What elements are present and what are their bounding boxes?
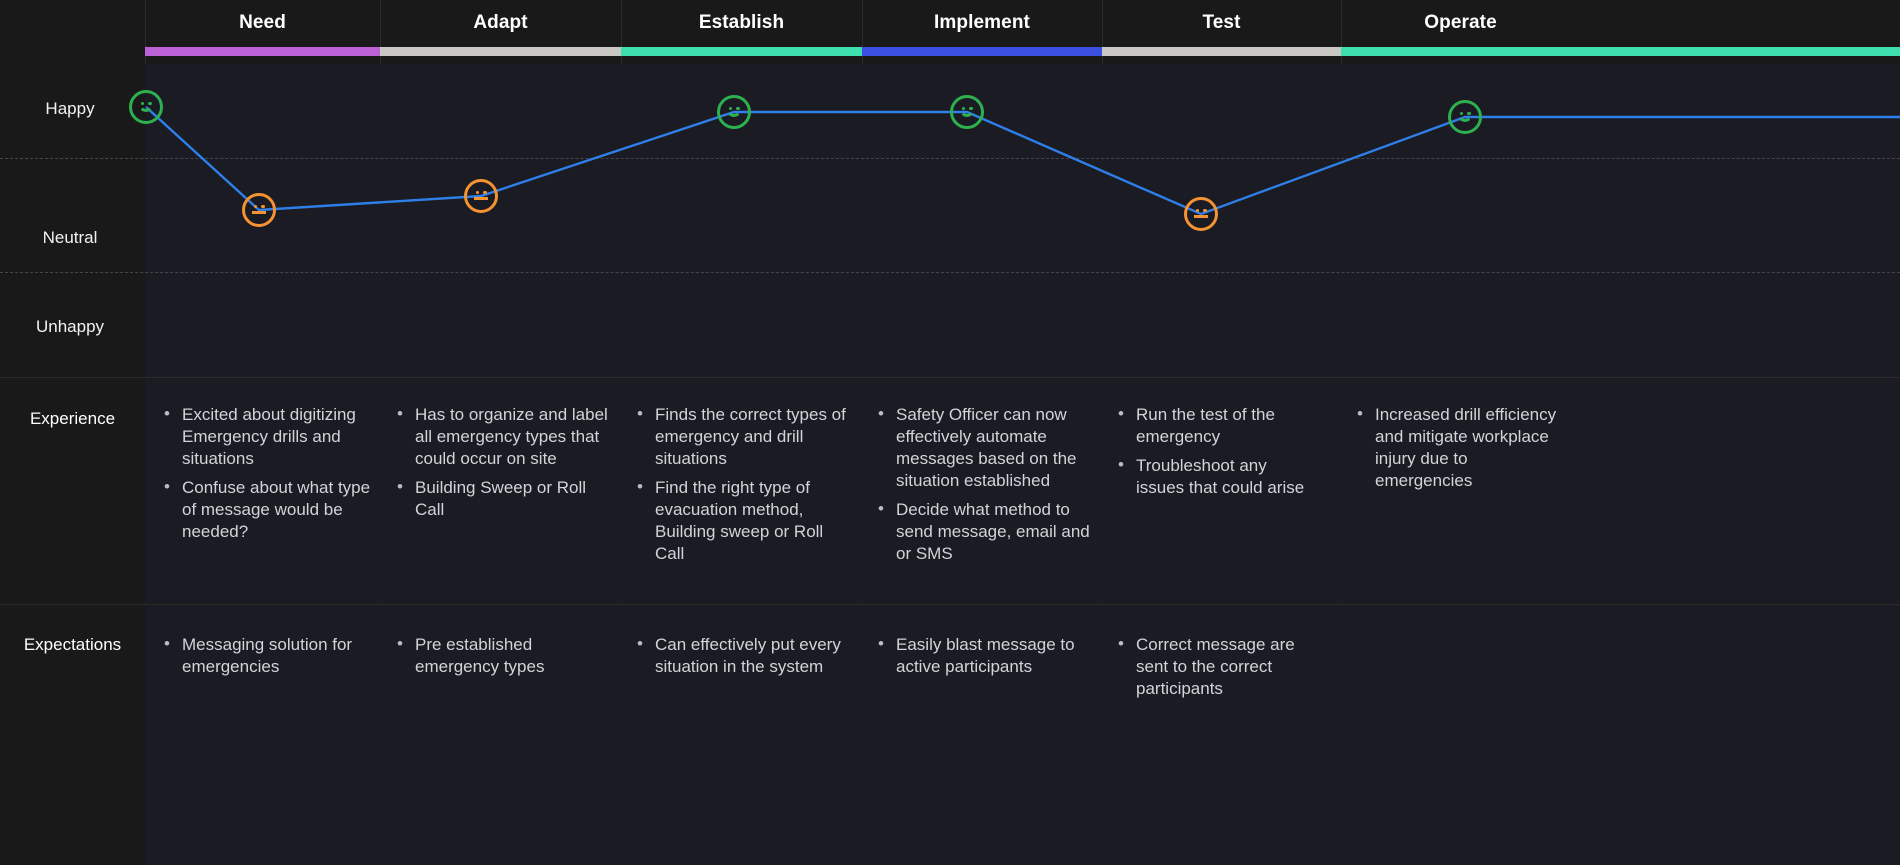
emotion-point-need-happy[interactable] [129,90,163,124]
eye-right-icon [1203,209,1207,213]
expectations-cell-adapt[interactable]: Pre established emergency types [393,633,608,685]
expectations-cell-test[interactable]: Correct message are sent to the correct … [1114,633,1329,707]
list-item: Decide what method to send message, emai… [874,498,1094,565]
smile-mouth-icon [1457,114,1473,122]
phase-header-need[interactable]: Need [239,11,286,33]
eye-left-icon [253,205,257,209]
eye-left-icon [475,191,479,195]
list-item: Safety Officer can now effectively autom… [874,403,1094,492]
smile-mouth-icon [959,109,975,117]
list-item: Pre established emergency types [393,633,608,678]
emotion-point-establish-happy[interactable] [717,95,751,129]
divider-above-expectations [0,604,1900,605]
phase-header-implement[interactable]: Implement [934,11,1030,33]
list-item: Easily blast message to active participa… [874,633,1094,678]
row-label-expectations: Expectations [23,635,122,654]
list-item: Run the test of the emergency [1114,403,1314,448]
list-item: Building Sweep or Roll Call [393,476,608,521]
phase-bar-establish [621,47,862,56]
expectations-cell-implement[interactable]: Easily blast message to active participa… [874,633,1094,685]
list-item: Increased drill efficiency and mitigate … [1353,403,1568,492]
emotion-point-test-neutral[interactable] [1184,197,1218,231]
emotion-plot-area [145,64,1900,377]
phase-header-row: Need Adapt Establish Implement Test Oper… [0,0,1900,45]
axis-label-unhappy: Unhappy [35,317,105,336]
phase-bar-implement [862,47,1102,56]
phase-header-establish[interactable]: Establish [698,11,785,33]
experience-cell-need[interactable]: Excited about digitizing Emergency drill… [160,403,375,550]
experience-cell-test[interactable]: Run the test of the emergency Troublesho… [1114,403,1314,506]
eye-right-icon [483,191,487,195]
phase-header-test[interactable]: Test [1202,11,1241,33]
emotion-point-operate-happy[interactable] [1448,100,1482,134]
experience-cell-establish[interactable]: Finds the correct types of emergency and… [633,403,851,572]
emotion-point-implement-happy[interactable] [950,95,984,129]
list-item: Has to organize and label all emergency … [393,403,608,470]
phase-color-bars [0,47,1900,56]
list-item: Messaging solution for emergencies [160,633,375,678]
list-item: Can effectively put every situation in t… [633,633,851,678]
eye-left-icon [1195,209,1199,213]
phase-bar-need [145,47,380,56]
list-item: Finds the correct types of emergency and… [633,403,851,470]
phase-bar-operate [1341,47,1900,56]
divider-above-experience [0,377,1900,378]
emotion-point-adapt2-neutral[interactable] [464,179,498,213]
experience-cell-operate[interactable]: Increased drill efficiency and mitigate … [1353,403,1568,499]
phase-header-adapt[interactable]: Adapt [473,11,528,33]
list-item: Troubleshoot any issues that could arise [1114,454,1314,499]
list-item: Correct message are sent to the correct … [1114,633,1329,700]
emotion-point-adapt-neutral[interactable] [242,193,276,227]
eye-right-icon [261,205,265,209]
phase-bar-test [1102,47,1341,56]
experience-cell-implement[interactable]: Safety Officer can now effectively autom… [874,403,1094,572]
smile-mouth-icon [726,109,742,117]
experience-cell-adapt[interactable]: Has to organize and label all emergency … [393,403,608,528]
flat-mouth-icon [252,211,266,214]
row-label-experience: Experience [29,409,116,428]
phase-header-operate[interactable]: Operate [1424,11,1497,33]
flat-mouth-icon [1194,215,1208,218]
smile-mouth-icon [138,104,154,112]
expectations-cell-establish[interactable]: Can effectively put every situation in t… [633,633,851,685]
list-item: Find the right type of evacuation method… [633,476,851,565]
flat-mouth-icon [474,197,488,200]
axis-label-neutral: Neutral [42,228,98,247]
gridline-happy-neutral [0,158,1900,159]
gridline-neutral-unhappy [0,272,1900,273]
list-item: Excited about digitizing Emergency drill… [160,403,375,470]
phase-bar-adapt [380,47,621,56]
list-item: Confuse about what type of message would… [160,476,375,543]
axis-label-happy: Happy [45,99,95,118]
expectations-cell-need[interactable]: Messaging solution for emergencies [160,633,375,685]
